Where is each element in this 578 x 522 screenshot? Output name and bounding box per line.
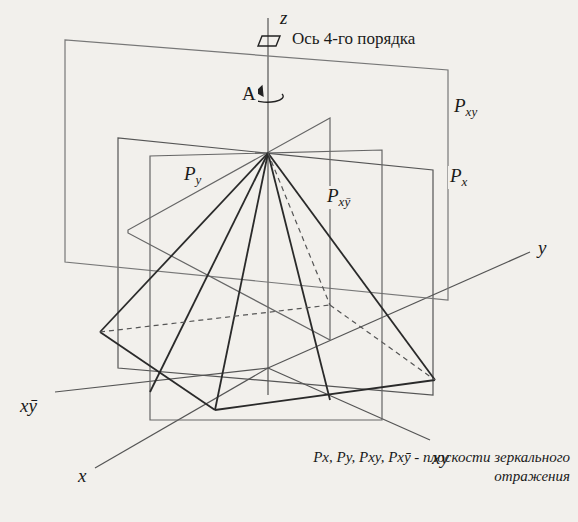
axis-symbol bbox=[258, 36, 280, 46]
xy-axis bbox=[268, 368, 430, 440]
plane-label: Pxȳ bbox=[325, 186, 352, 209]
z-axis bbox=[267, 18, 268, 395]
mirror-plane-pxy-bar bbox=[150, 150, 382, 420]
plane-label: Py bbox=[182, 164, 203, 187]
plane-label: Pxy bbox=[452, 96, 479, 119]
plane-label: Px bbox=[448, 166, 469, 189]
mirror-plane-py bbox=[128, 118, 330, 340]
axis-label: z bbox=[278, 8, 289, 29]
mirror-plane-px bbox=[118, 138, 433, 395]
x-axis bbox=[95, 368, 268, 468]
note: Px, Py, Pxy, Pxȳ - плоскости зеркального… bbox=[278, 448, 572, 486]
rotation-label: A bbox=[240, 84, 258, 105]
axis-label: xȳ bbox=[18, 396, 39, 417]
axis-caption: Ось 4-го порядка bbox=[290, 30, 417, 49]
mirror-plane-pxy bbox=[65, 40, 448, 300]
axis-label: y bbox=[536, 238, 548, 259]
axis-label: x bbox=[76, 466, 88, 487]
